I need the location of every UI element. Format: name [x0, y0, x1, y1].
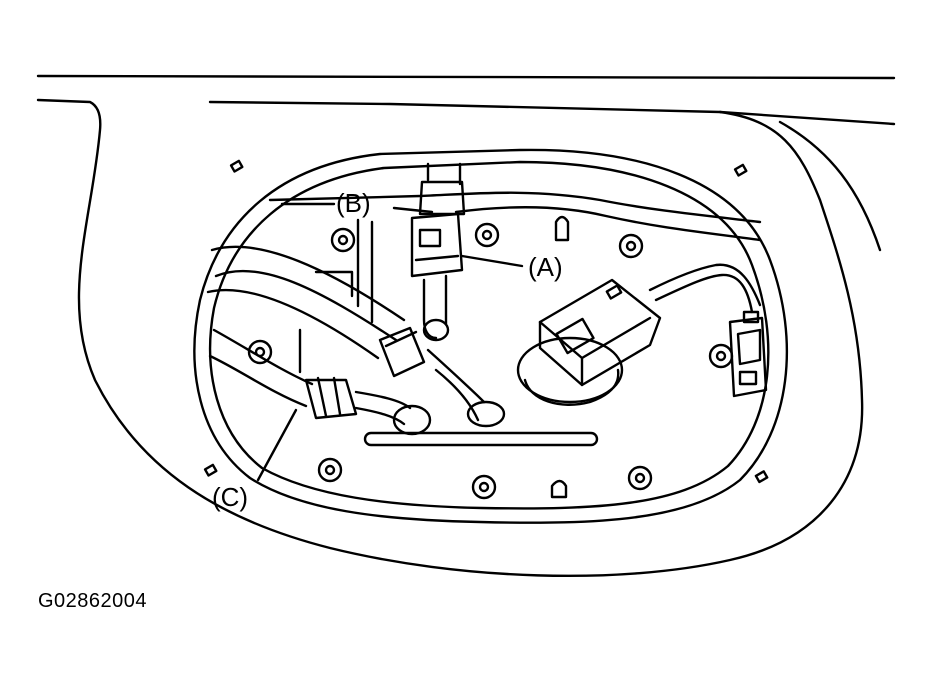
access-hole-outer — [193, 148, 789, 524]
bolt-icon — [708, 343, 734, 369]
floor-hole-icon — [733, 163, 748, 177]
bolt-icon — [330, 227, 356, 253]
bolt-icon — [618, 233, 644, 259]
floor-edge-line — [36, 74, 896, 80]
floor-rear-line — [718, 110, 896, 126]
label-c: (C) — [212, 482, 248, 512]
side-connector — [728, 310, 768, 398]
hose-bracket — [298, 270, 354, 374]
leader-line-a — [460, 254, 524, 268]
wire-harness — [654, 273, 754, 314]
floor-hole-icon — [203, 463, 218, 477]
label-a: (A) — [528, 252, 563, 282]
bolt-icon — [474, 222, 500, 248]
flange-bolts — [247, 222, 734, 500]
hose-a — [410, 162, 466, 342]
figure-code: G02862004 — [38, 590, 148, 612]
pin-stud-bottom — [550, 479, 568, 499]
floor-panel-outline — [36, 98, 864, 578]
access-hole-inner — [208, 160, 770, 510]
pin-stud — [554, 215, 570, 242]
leader-line-c — [256, 408, 298, 482]
floor-hole-icon — [754, 470, 769, 484]
floor-hole-icon — [229, 159, 244, 173]
floor-rear-curve — [778, 120, 882, 252]
bolt-icon — [317, 457, 343, 483]
hose-b — [206, 245, 506, 428]
flange-top-edge — [268, 191, 762, 224]
plate-slot — [363, 431, 599, 447]
hose-c — [208, 328, 432, 436]
bolt-icon — [471, 474, 497, 500]
label-b: (B) — [336, 188, 371, 218]
flange-top-edge — [454, 205, 762, 242]
pump-connector — [516, 278, 662, 406]
bolt-icon — [247, 339, 273, 365]
leader-line-b — [280, 202, 434, 214]
bolt-icon — [627, 465, 653, 491]
wire-harness — [648, 263, 762, 307]
